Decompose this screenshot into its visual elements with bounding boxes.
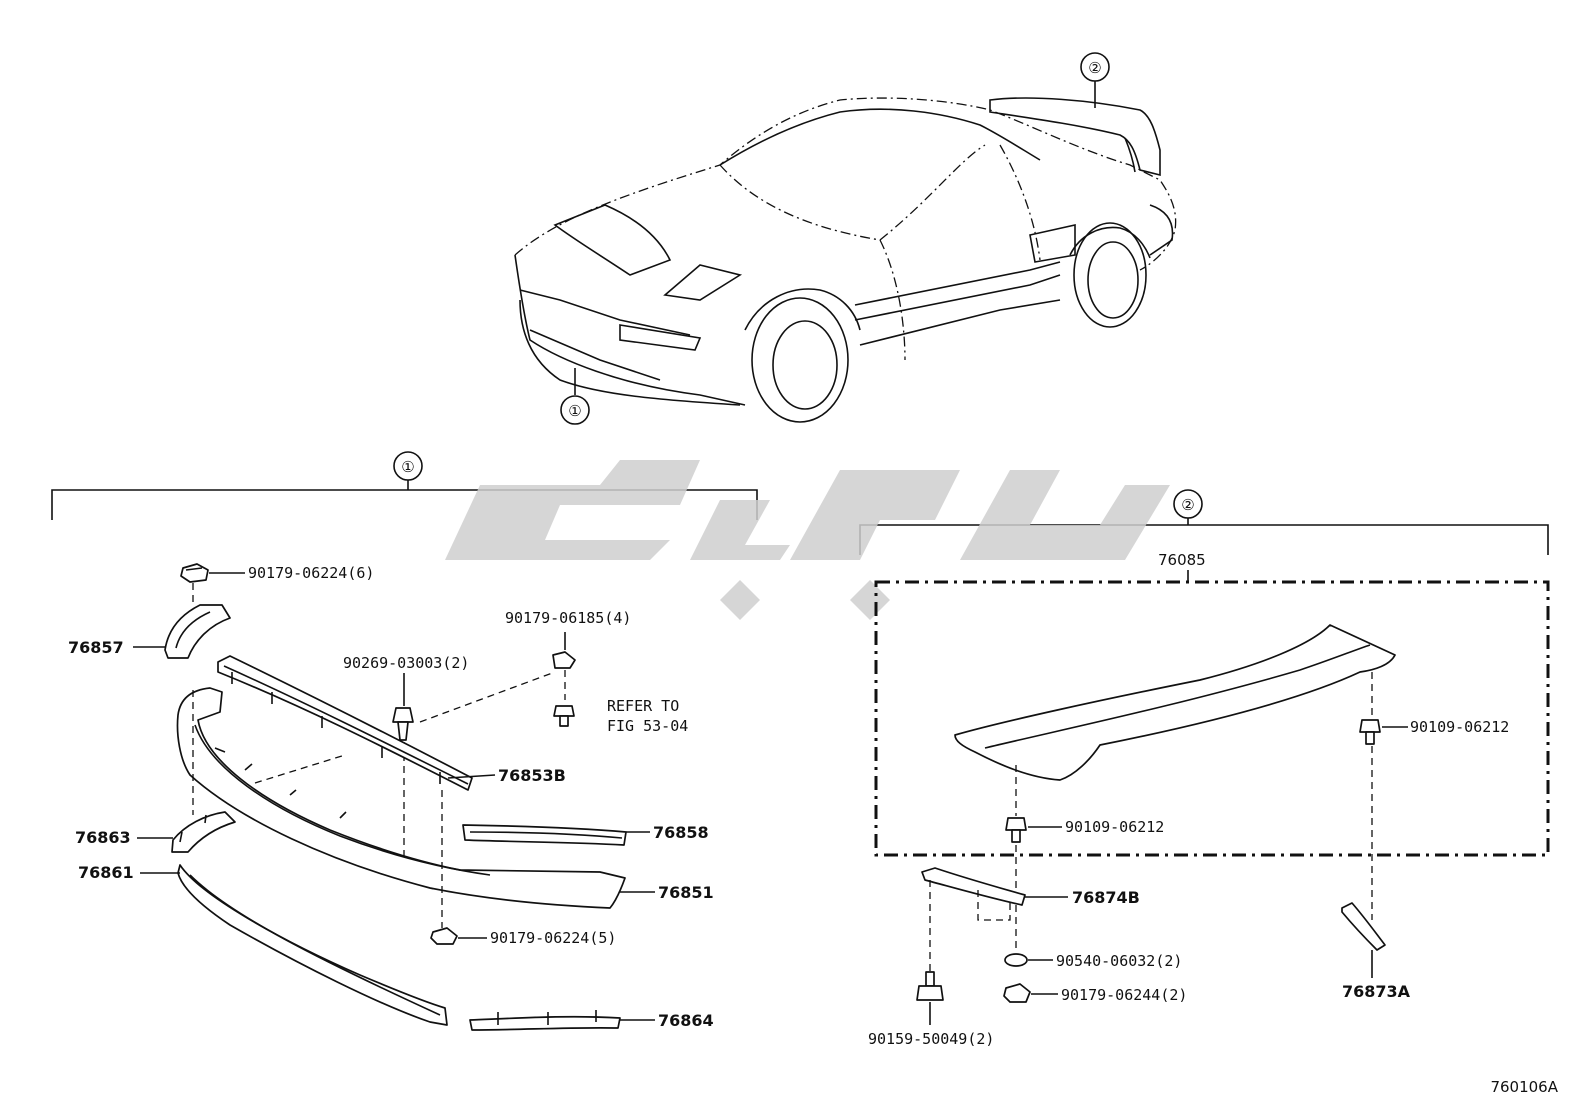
part-spoiler-wing	[954, 624, 1396, 781]
part-76863	[171, 811, 236, 853]
svg-text:76853B: 76853B	[498, 766, 566, 785]
washer-90540-06032	[1004, 953, 1028, 967]
rivet-90269-03003	[392, 707, 414, 741]
svg-text:90179-06244(2): 90179-06244(2)	[1061, 986, 1187, 1004]
svg-text:76863: 76863	[75, 828, 131, 847]
svg-text:76851: 76851	[658, 883, 714, 902]
rear-spoiler-parts: 76085 90109-06212 90109-06212	[868, 551, 1550, 1048]
svg-text:REFER TO: REFER TO	[607, 697, 679, 715]
svg-text:76857: 76857	[68, 638, 124, 657]
svg-text:76864: 76864	[658, 1011, 714, 1030]
callout-2-car: ②	[1080, 52, 1110, 82]
svg-text:②: ②	[1181, 496, 1194, 514]
part-76864	[469, 1010, 621, 1031]
svg-text:90109-06212: 90109-06212	[1065, 818, 1164, 836]
clip-90179-06185	[552, 651, 576, 669]
nut-90179-06244	[1003, 983, 1031, 1003]
svg-text:①: ①	[568, 402, 581, 420]
bolt-90109-06212-right	[1359, 719, 1381, 745]
part-76874B	[921, 867, 1026, 906]
callout-1-car: ①	[560, 395, 590, 425]
part-76851	[176, 687, 626, 909]
svg-text:①: ①	[401, 458, 414, 476]
svg-text:76874B: 76874B	[1072, 888, 1140, 907]
svg-text:76861: 76861	[78, 863, 134, 882]
svg-text:②: ②	[1088, 59, 1101, 77]
part-76858	[462, 824, 627, 846]
clip-90179-06224-top	[180, 563, 209, 583]
part-76861	[177, 864, 448, 1026]
part-76853B	[217, 655, 473, 791]
bolt-90109-06212-left	[1005, 817, 1027, 843]
svg-text:90179-06185(4): 90179-06185(4)	[505, 609, 631, 627]
svg-text:90179-06224(5): 90179-06224(5)	[490, 929, 616, 947]
group-2-bracket: ②	[859, 489, 1549, 555]
part-76857	[164, 604, 231, 659]
svg-text:76085: 76085	[1158, 551, 1206, 569]
svg-text:76873A: 76873A	[1342, 982, 1411, 1001]
screw-refer	[553, 705, 575, 727]
svg-text:90179-06224(6): 90179-06224(6)	[248, 564, 374, 582]
nut-90179-06224-bottom	[430, 927, 458, 945]
stud-90159-50049	[916, 971, 944, 1001]
svg-text:90540-06032(2): 90540-06032(2)	[1056, 952, 1182, 970]
svg-text:90109-06212: 90109-06212	[1410, 718, 1509, 736]
figure-code: 760106A	[1490, 1078, 1558, 1096]
svg-text:FIG 53-04: FIG 53-04	[607, 717, 688, 735]
part-76873A	[1341, 902, 1386, 951]
svg-text:90269-03003(2): 90269-03003(2)	[343, 654, 469, 672]
car-overview	[514, 80, 1177, 423]
svg-text:90159-50049(2): 90159-50049(2)	[868, 1030, 994, 1048]
svg-text:76858: 76858	[653, 823, 709, 842]
front-spoiler-parts: 90179-06224(6) 76857 90179-06185(4) REFE…	[68, 563, 714, 1031]
watermark-logo	[445, 460, 1170, 620]
